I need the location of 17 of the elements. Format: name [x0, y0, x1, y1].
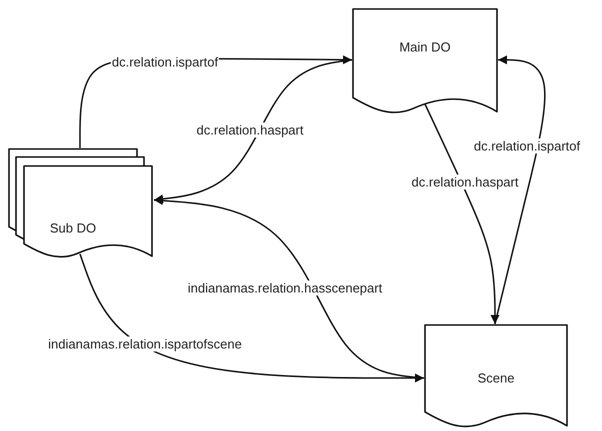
edge-label: dc.relation.ispartof	[472, 138, 582, 154]
arrow	[79, 254, 424, 383]
edge-label: indianamas.relation.hasscenepart	[186, 280, 384, 296]
edge-label: indianamas.relation.ispartofscene	[47, 336, 243, 352]
edge-label: dc.relation.ispartof	[110, 54, 220, 70]
edge-label: dc.relation.haspart	[196, 122, 304, 138]
edge-label: dc.relation.haspart	[410, 174, 520, 190]
document-shape	[352, 8, 498, 116]
stacked-document-shape	[8, 148, 154, 260]
arrow	[494, 55, 546, 324]
arrow	[154, 196, 424, 379]
document-shape	[424, 324, 568, 430]
node-label: Scene	[478, 370, 514, 386]
arrow	[424, 104, 500, 324]
node-label: Sub DO	[50, 220, 96, 236]
node-label: Main DO	[399, 40, 451, 54]
arrow	[154, 59, 352, 204]
